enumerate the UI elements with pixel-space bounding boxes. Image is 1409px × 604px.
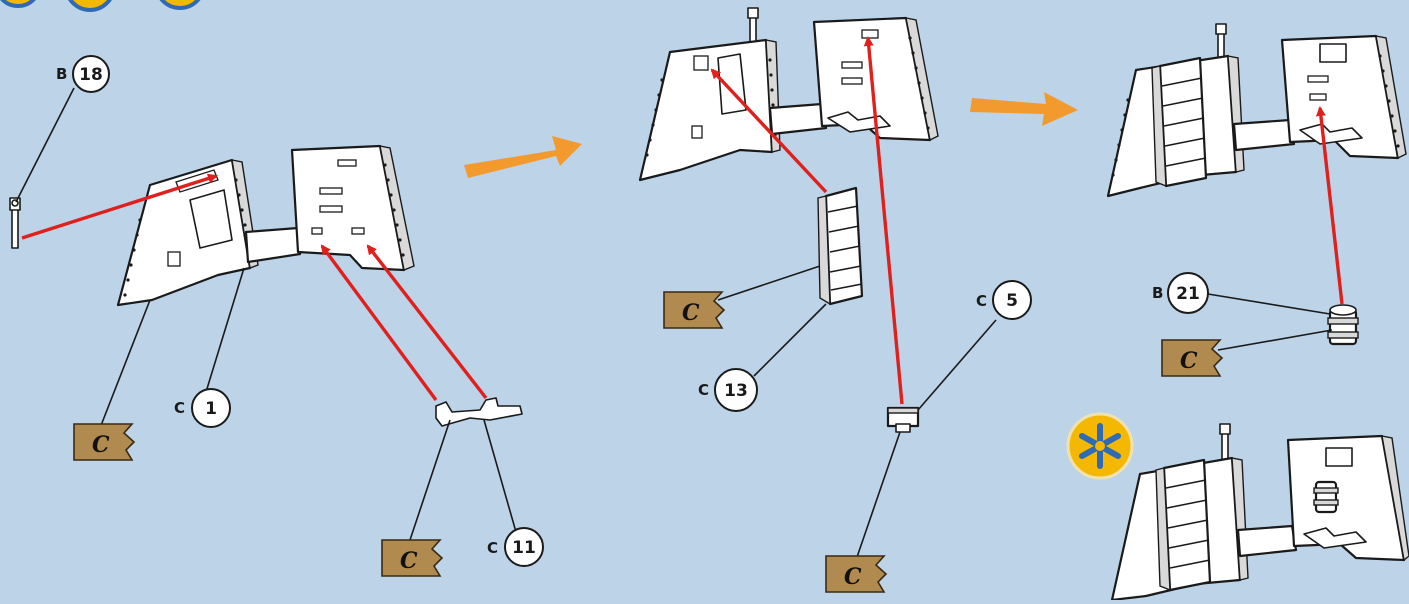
part-number: 5 [1006,291,1018,311]
left-wall-part-icon [638,38,781,182]
leader-line [1207,293,1331,315]
badge-right-icon [159,0,201,10]
part-label-c11: C 11 [487,527,544,567]
flag-c-icon: C [663,291,725,329]
leader-line [917,319,997,411]
svg-text:C: C [400,548,418,574]
leader-line [753,303,827,377]
small-block-part-icon [886,406,920,433]
svg-text:C: C [682,300,700,326]
part-label-b21: B 21 [1152,272,1209,314]
part-number: 1 [205,399,217,419]
badge-middle-icon [68,0,112,12]
part-number-circle [504,527,544,567]
part-group-letter: B [1152,284,1163,302]
part-number-circle [714,368,758,412]
leader-line [205,267,245,393]
block-part-icon [817,186,864,306]
part-number-circle [72,55,110,93]
part-label-c13: C 13 [698,368,758,412]
part-group-letter: C [976,292,987,310]
part-label-c5: C 5 [976,280,1032,320]
leader-line [15,87,75,203]
part-group-letter: C [698,381,709,399]
part-label-c1: C 1 [174,388,231,428]
flag-c-icon: C [73,423,135,461]
part-number-circle [1167,272,1209,314]
part-number-circle [992,280,1032,320]
badge-left-icon [0,0,36,8]
part-number: 13 [724,381,748,401]
flag-c-icon: C [825,555,887,593]
part-number: 21 [1176,284,1200,304]
top-badges [0,0,201,12]
left-wall-part-icon [116,158,259,307]
flag-c-icon: C [381,539,443,577]
step-arrow-icon [970,92,1078,126]
part-label-b18: B 18 [56,55,110,93]
base-bar-part-icon [244,226,302,264]
asterisk-badge-icon [1066,412,1134,480]
leader-line [717,265,821,301]
insert-arrow [863,36,904,405]
right-wall-part-icon [290,144,415,272]
leader-line [409,419,451,541]
leader-line [483,419,517,533]
pole-part-icon [747,7,759,63]
insert-arrow [1315,106,1344,305]
step2-panel: C 13 C 5 C C [638,7,1032,593]
step3-panel: B 21 C [1066,23,1409,602]
svg-text:C: C [844,564,862,590]
part-group-letter: C [487,539,498,557]
pole-part-icon [9,197,21,249]
step-arrow-icon [464,136,582,178]
part-number-circle [191,388,231,428]
part-group-letter: C [174,399,185,417]
part-group-letter: B [56,65,67,83]
leader-line [855,431,901,561]
insert-arrow [320,244,438,402]
cylinder-part-icon [1327,304,1359,346]
svg-text:C: C [92,432,110,458]
part-number: 18 [79,65,103,85]
insert-arrow [21,173,218,240]
base-bar-part-icon [1232,118,1296,152]
leader-line [1217,329,1333,351]
flag-c-icon: C [1161,339,1223,377]
block-part-icon [1151,56,1208,188]
base-bar-part-icon [768,102,828,136]
completed-assembly-icon [1110,423,1409,602]
right-wall-part-icon [1280,34,1407,160]
step1-panel: B 18 C 1 C 11 C C [9,55,544,577]
svg-text:C: C [1180,348,1198,374]
clip-part-icon [435,397,523,427]
leader-line [99,299,151,429]
insert-arrow [710,68,828,194]
insert-arrow [366,244,488,400]
part-number: 11 [512,538,536,558]
